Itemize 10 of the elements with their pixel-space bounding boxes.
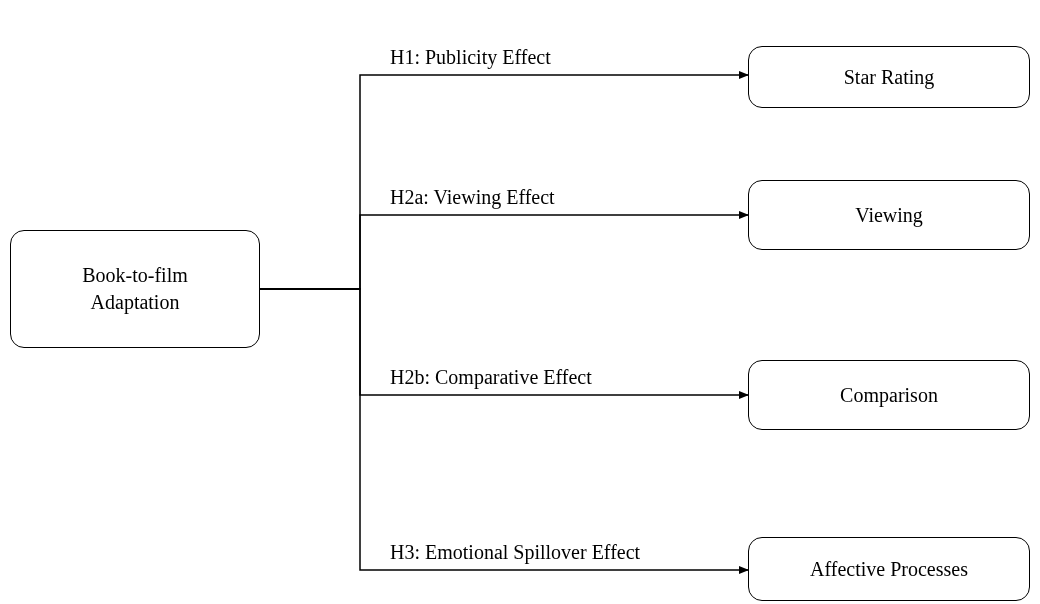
node-label: Book-to-film Adaptation	[81, 263, 189, 316]
process-box	[748, 180, 1030, 250]
node-label: Affective Processes	[810, 556, 968, 582]
node-label: Viewing	[855, 202, 923, 229]
node-label: Star Rating	[843, 64, 935, 91]
process-box	[10, 230, 260, 348]
process-box	[748, 537, 1030, 601]
process-box	[748, 46, 1030, 108]
process-box	[748, 360, 1030, 430]
node-label: Comparison	[840, 382, 938, 409]
